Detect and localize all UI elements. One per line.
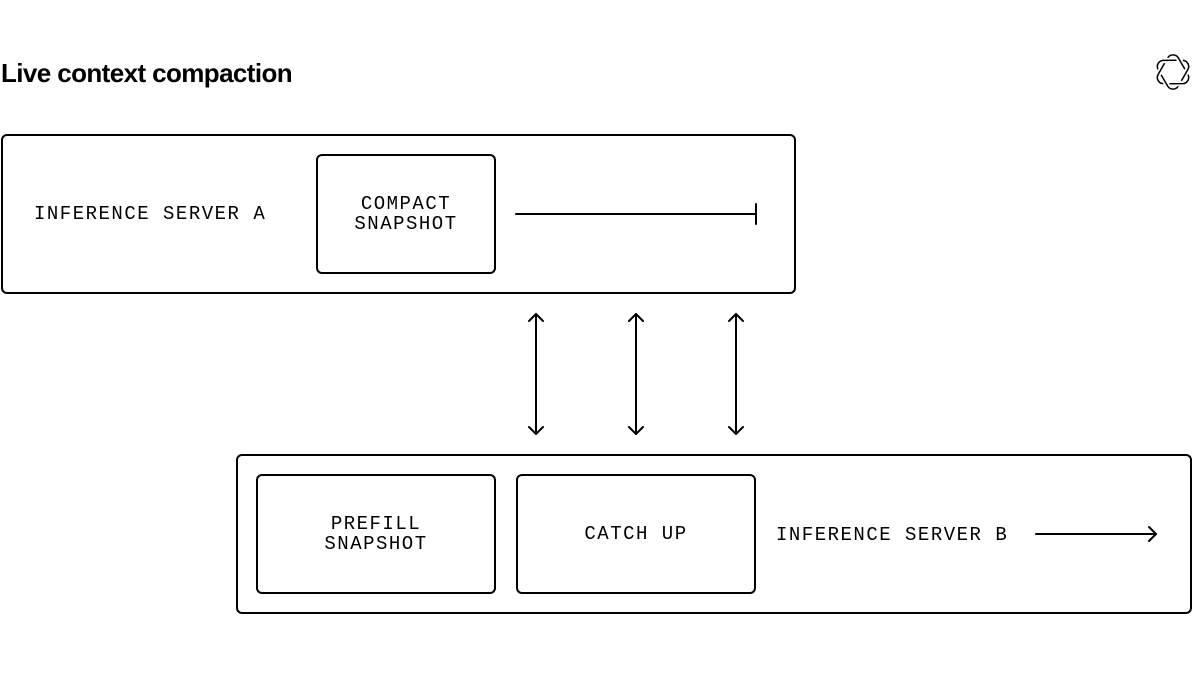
transfer-arrow-1	[528, 313, 544, 435]
compact-snapshot-label: COMPACT SNAPSHOT	[354, 193, 458, 235]
transfer-arrow-3	[728, 313, 744, 435]
catch-up-box: CATCH UP	[516, 474, 756, 594]
prefill-snapshot-label: PREFILL SNAPSHOT	[324, 513, 428, 555]
openai-logo-icon	[1156, 54, 1190, 90]
inference-server-b-container	[236, 454, 1192, 614]
compact-snapshot-box: COMPACT SNAPSHOT	[316, 154, 496, 274]
transfer-arrow-2	[628, 313, 644, 435]
inference-server-b-label: INFERENCE SERVER B	[776, 524, 1009, 546]
prefill-snapshot-box: PREFILL SNAPSHOT	[256, 474, 496, 594]
catch-up-label: CATCH UP	[584, 523, 688, 545]
page-title: Live context compaction	[1, 58, 293, 88]
inference-server-a-container	[1, 134, 796, 294]
inference-server-a-label: INFERENCE SERVER A	[34, 203, 267, 225]
